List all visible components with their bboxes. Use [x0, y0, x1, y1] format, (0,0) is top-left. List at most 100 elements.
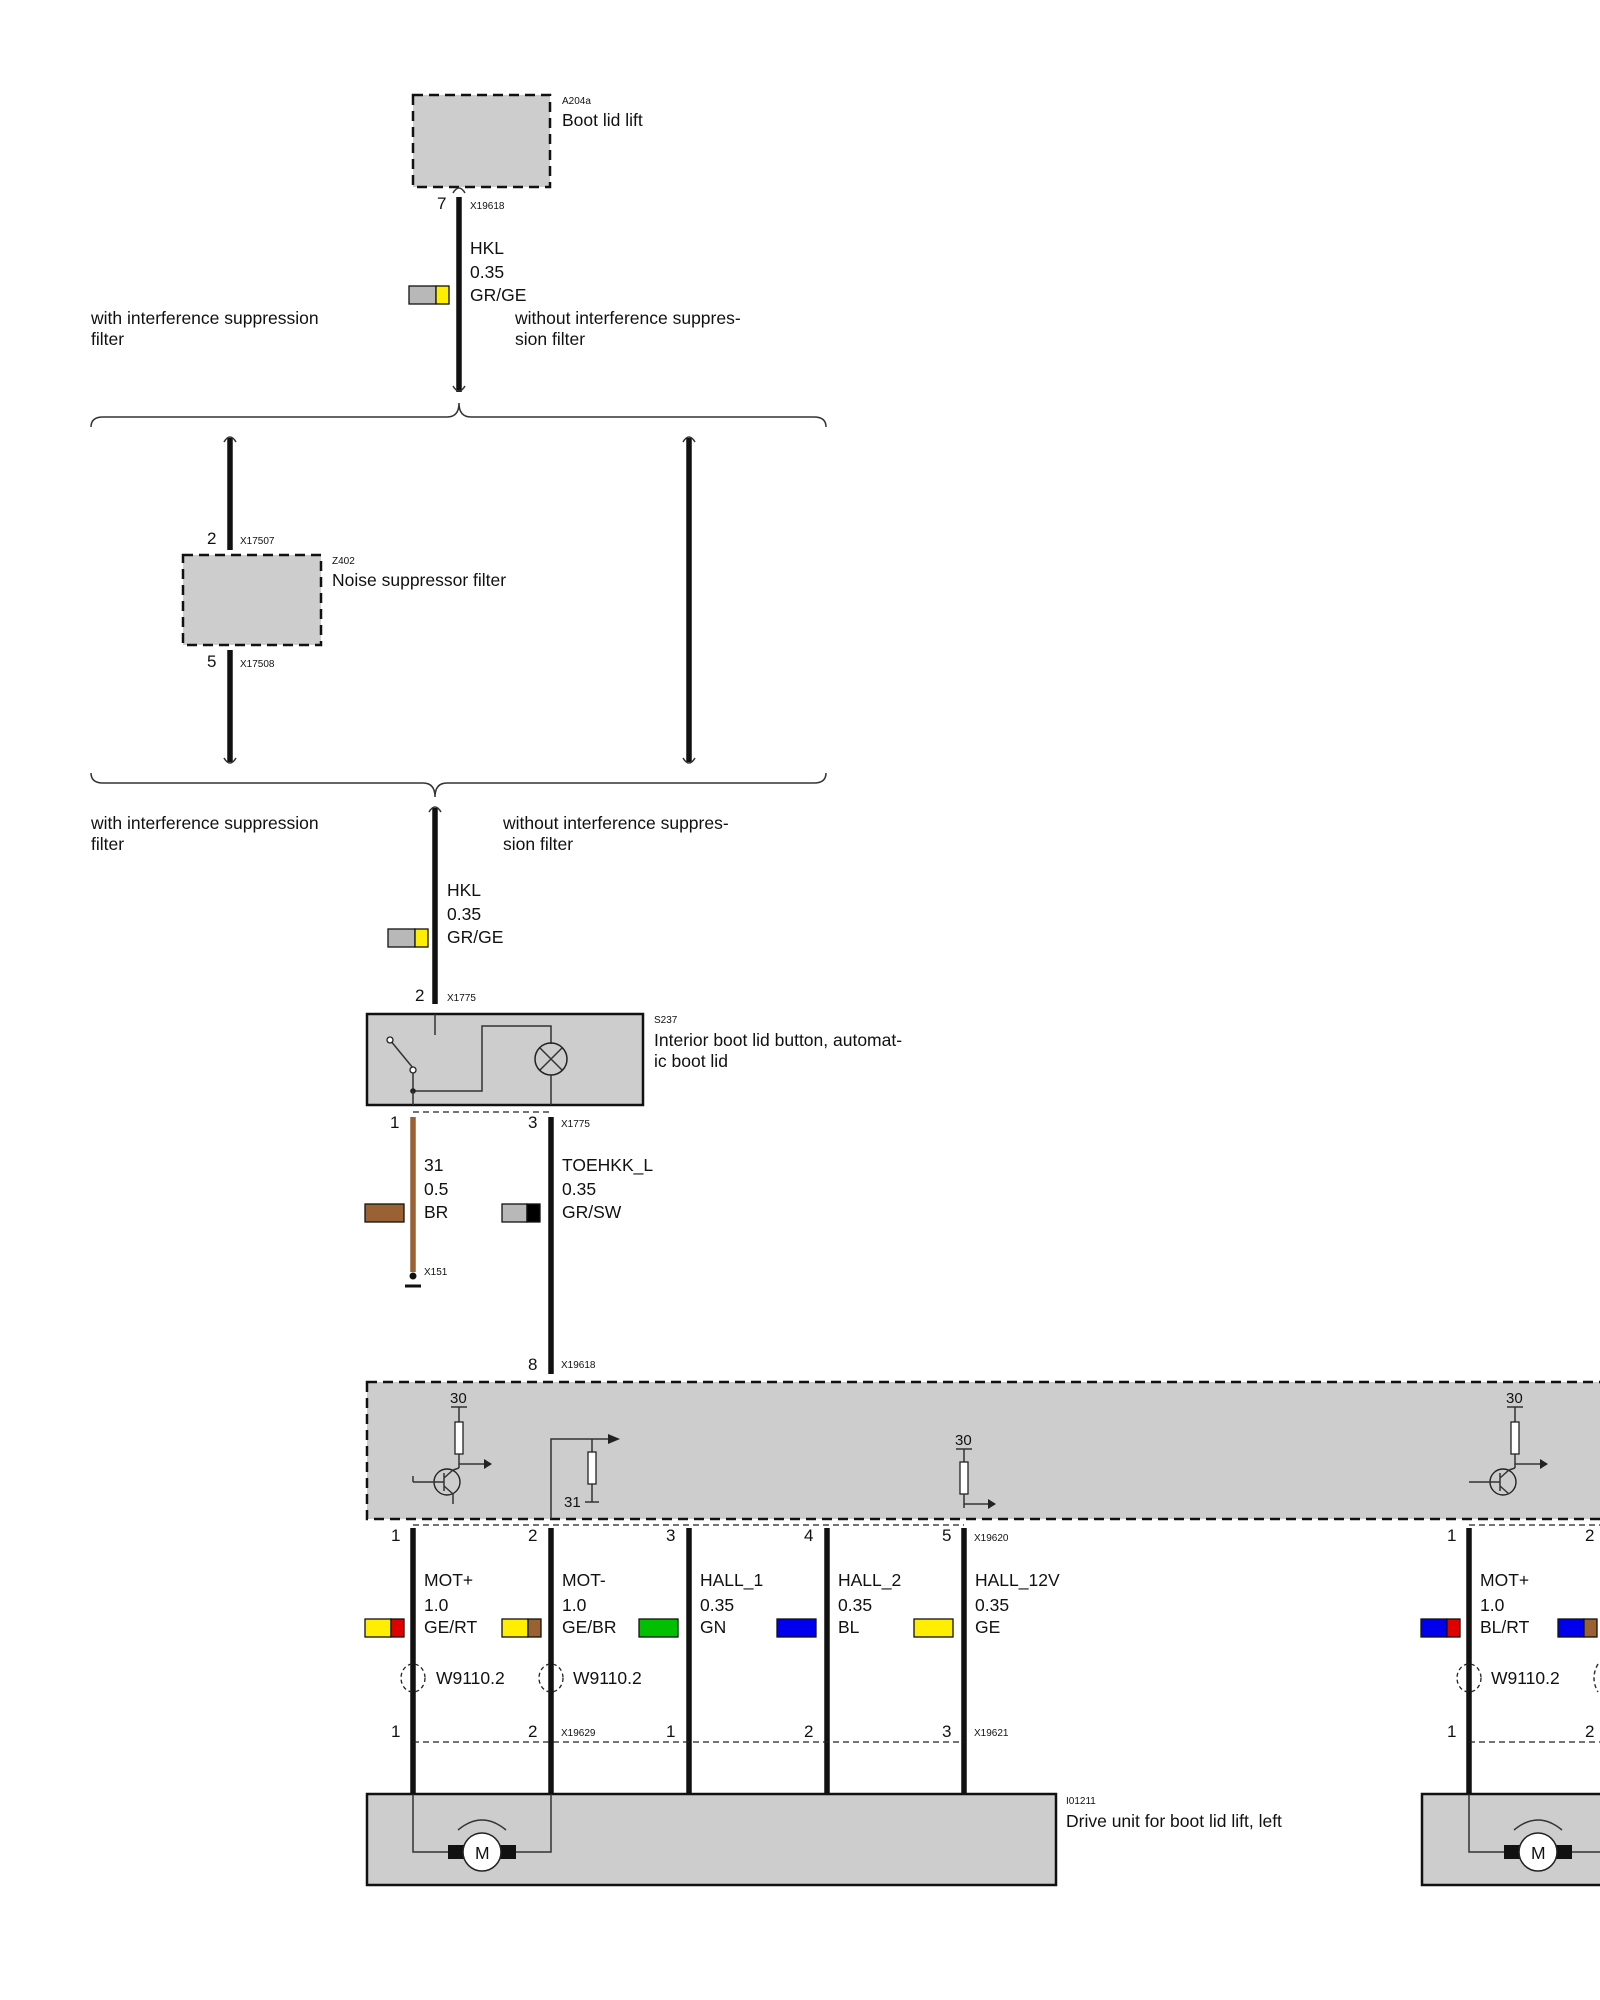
motor-brush [448, 1845, 466, 1859]
resistor-icon [454, 1421, 464, 1455]
control-unit-box[interactable] [365, 1380, 1600, 1521]
motor-rotation-icon [1513, 1819, 1563, 1831]
pin-2-control: 2 [528, 1526, 537, 1545]
pin-3-button: 3 [528, 1113, 537, 1132]
wire-hall-2-signal: HALL_2 [838, 1570, 901, 1591]
switch-node [409, 1066, 417, 1074]
wire-hkl-bottom-color: GR/GE [447, 927, 503, 947]
motor-rotation-icon [457, 1819, 507, 1831]
color-swatch-ge-rt [364, 1618, 405, 1638]
wire-ground-size: 0.5 [424, 1179, 448, 1199]
motor-symbol-letter: M [475, 1843, 490, 1863]
shield-mot-minus: W9110.2 [573, 1668, 642, 1688]
boot-lid-lift-component[interactable]: A204a Boot lid lift [411, 93, 643, 189]
wire-ground-signal: 31 [424, 1155, 443, 1175]
internal-wire [963, 1494, 988, 1508]
drive-unit-code: I01211 [1066, 1796, 1096, 1807]
resistor-icon [1510, 1421, 1520, 1455]
motor-icon [1518, 1832, 1558, 1872]
wire-hall-12v-signal: HALL_12V [975, 1570, 1060, 1591]
wire-ground-color: BR [424, 1202, 448, 1222]
color-swatch-gr-sw [501, 1203, 541, 1223]
pin-3-drive-b: 3 [942, 1722, 951, 1741]
supply-symbol [451, 1406, 467, 1422]
wire-mot-plus-right-signal: MOT+ [1480, 1570, 1529, 1590]
supply-symbol [956, 1448, 972, 1462]
wire-mot-minus-size: 1.0 [562, 1595, 587, 1615]
shield-icon [1456, 1663, 1482, 1693]
connector-mark [452, 187, 466, 194]
drive-unit-right-component[interactable]: M [1420, 1792, 1600, 1887]
noise-filter-box[interactable] [181, 553, 323, 647]
pin-2-drive-a: 2 [528, 1722, 537, 1741]
wire-mot-plus-signal: MOT+ [424, 1570, 473, 1590]
pin-1-drive-right: 1 [1447, 1722, 1456, 1741]
branch-bottom-without-line2: sion filter [503, 834, 573, 854]
branch-top-without-line1: without interference suppres- [514, 308, 741, 328]
boot-lid-button-box[interactable] [365, 1012, 645, 1107]
pin-2-button: 2 [415, 986, 424, 1005]
pin-5-control: 5 [942, 1526, 951, 1545]
supply-30-right: 30 [1506, 1390, 1523, 1407]
wire-hall-2-color: BL [838, 1617, 860, 1637]
resistor-icon [587, 1451, 597, 1485]
connector-x19618-top: X19618 [470, 201, 505, 212]
pin-8-control: 8 [528, 1355, 537, 1374]
wire-mot-plus-size: 1.0 [424, 1595, 449, 1615]
noise-suppressor-filter-component[interactable]: Z402 Noise suppressor filter [181, 553, 506, 647]
branch-top-with-line1: with interference suppression [90, 308, 319, 328]
connector-x19621: X19621 [974, 1728, 1009, 1739]
connector-x19620: X19620 [974, 1533, 1009, 1544]
shield-icon [1593, 1663, 1599, 1693]
boot-lid-lift-box[interactable] [411, 93, 552, 189]
wire-mot-plus-color: GE/RT [424, 1617, 477, 1637]
connector-x1775-top: X1775 [447, 993, 476, 1004]
drive-unit-right-box[interactable] [1420, 1792, 1600, 1887]
wire-break-mark [682, 436, 696, 443]
shield-icon [538, 1663, 564, 1693]
branch-brace-top [90, 402, 827, 428]
wire-hall-1-size: 0.35 [700, 1595, 734, 1615]
wire-break-mark [682, 757, 696, 764]
wire-hkl-bottom-size: 0.35 [447, 904, 481, 924]
wire-hall-2-size: 0.35 [838, 1595, 872, 1615]
supply-30-mid: 30 [955, 1432, 972, 1449]
boot-lid-button-component[interactable]: S237 Interior boot lid button, automat- … [365, 1012, 902, 1107]
internal-wire [550, 1438, 608, 1519]
wire-mot-minus-signal: MOT- [562, 1570, 606, 1590]
motor-brush [1554, 1845, 1572, 1859]
wire-hall-12v-color: GE [975, 1617, 1000, 1637]
branch-top-without-line2: sion filter [515, 329, 585, 349]
branch-bottom-with-line1: with interference suppression [90, 813, 319, 833]
connector-x151: X151 [424, 1267, 448, 1278]
drive-unit-left-component[interactable]: M I01211 Drive unit for boot lid lift, l… [365, 1792, 1282, 1887]
transistor-leads [413, 1467, 460, 1495]
arrow-icon [608, 1434, 620, 1444]
resistor-icon [959, 1461, 969, 1495]
pin-2-control-right: 2 [1585, 1526, 1594, 1545]
control-unit-component[interactable]: 30 31 30 30 [365, 1380, 1600, 1521]
shield-icon [400, 1663, 426, 1693]
arrow-icon [1540, 1459, 1548, 1469]
internal-wire [412, 1794, 552, 1853]
internal-wire [412, 1025, 552, 1092]
color-swatch-bl-br-partial [1557, 1618, 1598, 1638]
color-swatch-gr-ge-bottom [387, 928, 429, 948]
boot-lid-button-name-line1: Interior boot lid button, automat- [654, 1030, 902, 1050]
pin-7: 7 [437, 194, 446, 213]
pin-2-filter: 2 [207, 529, 216, 548]
internal-wire [1468, 1794, 1600, 1853]
wire-toehkk-signal: TOEHKK_L [562, 1155, 653, 1176]
wire-hall-12v-size: 0.35 [975, 1595, 1009, 1615]
wire-hall-1-signal: HALL_1 [700, 1570, 763, 1591]
pin-2-drive-b: 2 [804, 1722, 813, 1741]
wire-hkl-top-size: 0.35 [470, 262, 504, 282]
boot-lid-button-code: S237 [654, 1015, 678, 1026]
shield-mot-plus: W9110.2 [436, 1668, 505, 1688]
connector-x19629: X19629 [561, 1728, 596, 1739]
motor-brush [1504, 1845, 1522, 1859]
pin-1-button: 1 [390, 1113, 399, 1132]
wire-toehkk-size: 0.35 [562, 1179, 596, 1199]
wire-break-mark [452, 385, 466, 392]
